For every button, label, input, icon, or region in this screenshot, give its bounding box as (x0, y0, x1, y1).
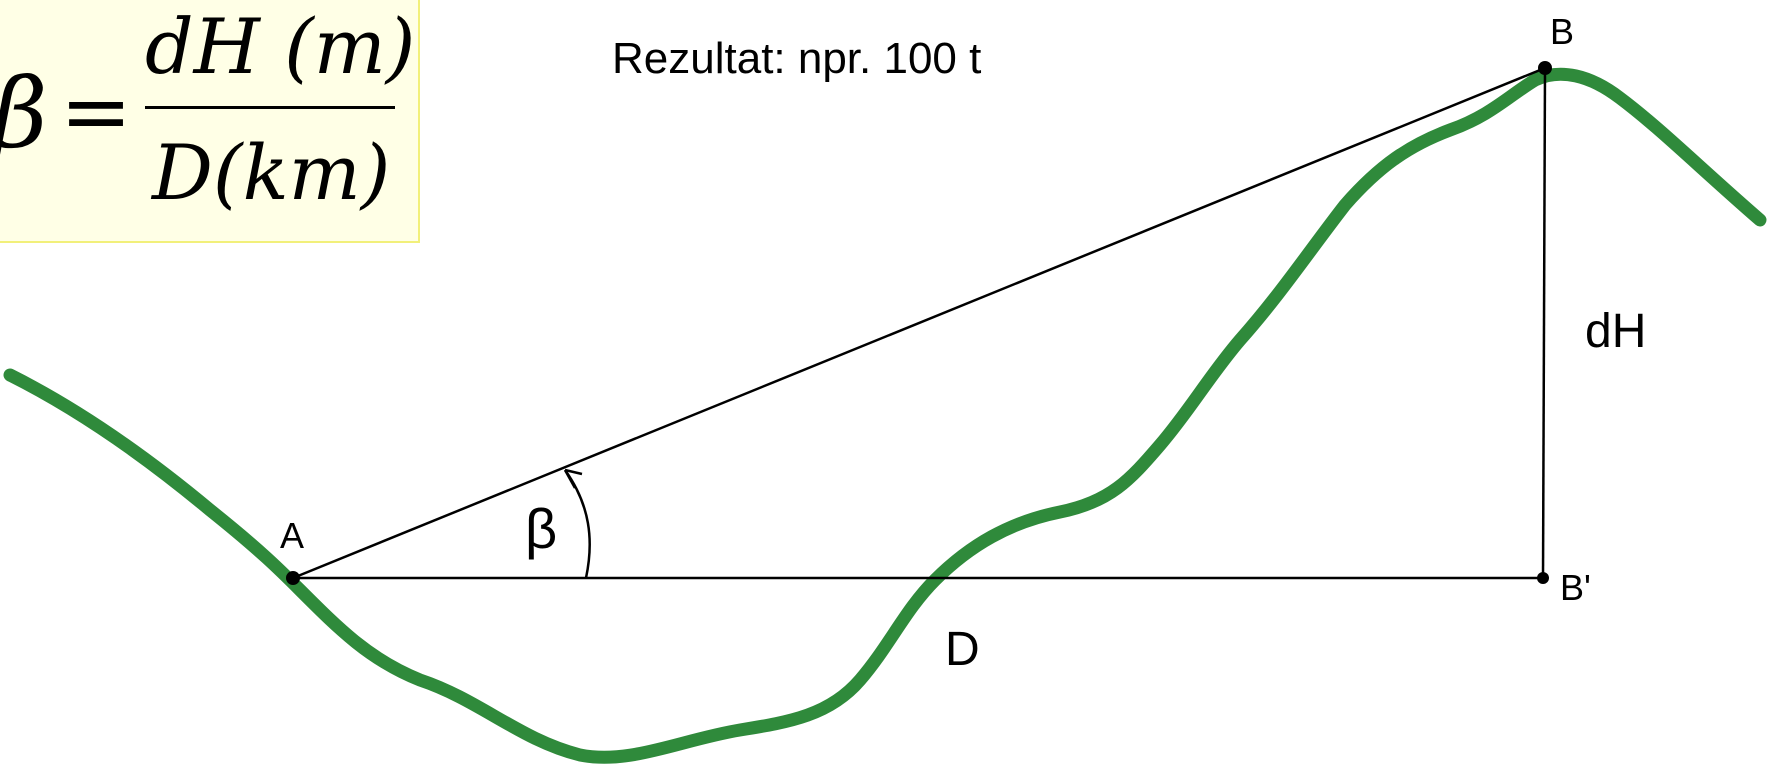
label-d: D (945, 623, 980, 676)
label-b: B (1550, 11, 1574, 52)
formula-equals: = (60, 62, 133, 162)
formula-numerator: dH (m) (145, 2, 416, 91)
point-a (286, 571, 300, 585)
fraction-line (145, 106, 395, 109)
label-a: A (280, 515, 304, 556)
label-dh: dH (1585, 305, 1646, 358)
formula-box: β = dH (m) D(km) (0, 0, 420, 243)
label-beta: β (525, 497, 557, 560)
point-b-prime (1537, 572, 1549, 584)
vertical-line (1541, 67, 1547, 579)
formula-beta: β (0, 58, 48, 170)
formula-denominator: D(km) (152, 128, 391, 217)
label-b-prime: B' (1560, 567, 1591, 608)
terrain-profile (3, 67, 1767, 764)
angle-arc (563, 469, 591, 579)
result-note: Rezultat: npr. 100 t (612, 34, 982, 83)
point-b (1538, 61, 1552, 75)
sight-line (292, 66, 1546, 580)
arrow-head-icon (563, 468, 583, 489)
